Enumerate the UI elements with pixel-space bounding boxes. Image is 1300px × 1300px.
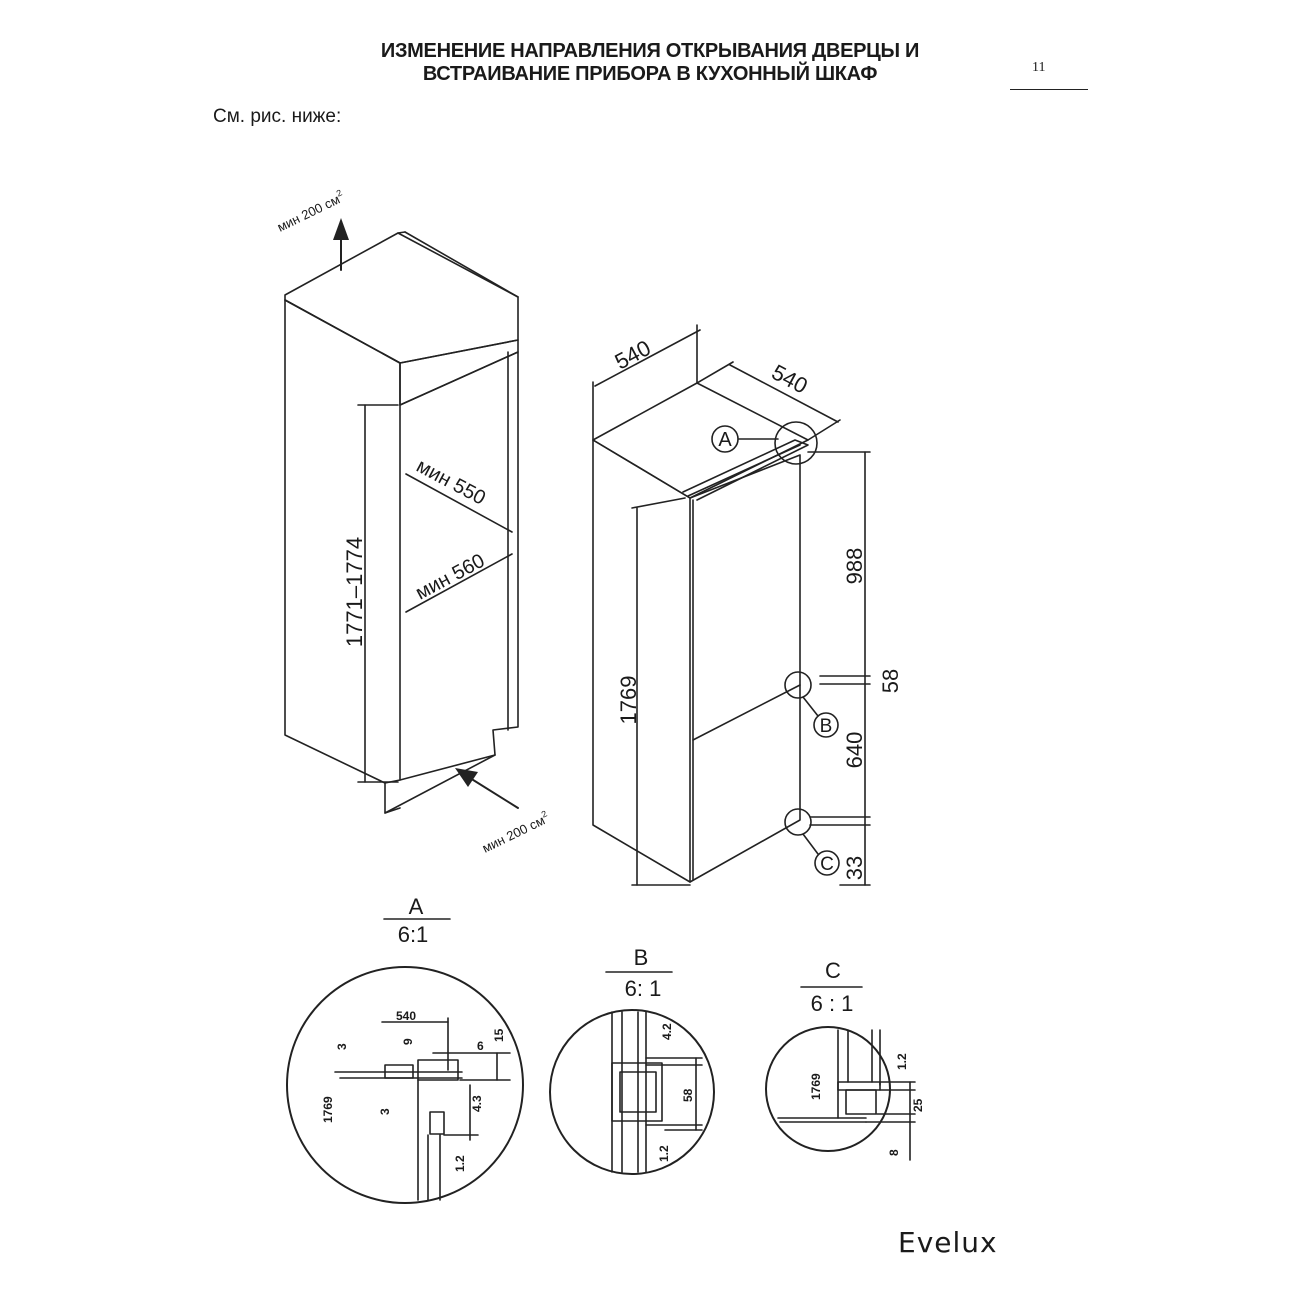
- dim-640-label: 640: [842, 732, 867, 769]
- detail-b-scale: 6: 1: [625, 976, 662, 1001]
- marker-b-circle: [784, 671, 812, 699]
- width-min-label: мин 560: [412, 550, 488, 605]
- depth-min-label: мин 550: [413, 455, 489, 510]
- marker-c-label: C: [820, 854, 834, 875]
- appliance-height-label: 1769: [616, 676, 641, 725]
- vent-bottom-label: мин 200 см2: [479, 809, 552, 856]
- detail-a-12: 1.2: [453, 1155, 467, 1172]
- detail-b: B 6: 1 4.2 58 1.2: [549, 945, 715, 1175]
- cabinet-drawing: мин 200 см2 мин 200 см2 1771–1774 мин 55…: [274, 188, 552, 856]
- detail-b-58: 58: [681, 1088, 695, 1102]
- marker-b-label: B: [820, 716, 833, 737]
- detail-a: A 6:1 540 3 9 6 15 1769 3 4.3 1.2: [286, 894, 524, 1204]
- cabinet-front-rail: [399, 339, 519, 406]
- cabinet-top: [284, 232, 519, 364]
- detail-a-scale: 6:1: [398, 922, 429, 947]
- dim-58-label: 58: [878, 669, 903, 693]
- vent-top-label: мин 200 см2: [274, 188, 347, 235]
- dim-988-label: 988: [842, 548, 867, 585]
- detail-b-42: 4.2: [660, 1023, 674, 1040]
- appliance-depth-label: 540: [768, 359, 812, 398]
- detail-b-12: 1.2: [657, 1145, 671, 1162]
- marker-a-label: A: [718, 429, 732, 451]
- detail-c: C 6 : 1 1.2 1769 25 8: [765, 958, 925, 1161]
- detail-c-1769: 1769: [809, 1073, 823, 1100]
- brand-logo: Evelux: [898, 1226, 998, 1259]
- dim-33-label: 33: [842, 856, 867, 880]
- page-number: 11: [1032, 60, 1046, 75]
- detail-c-8: 8: [887, 1149, 901, 1156]
- appliance-drawing: 540 540 1769 988 58 640 33 A B C: [592, 324, 903, 886]
- detail-c-scale: 6 : 1: [811, 991, 854, 1016]
- detail-a-6: 6: [477, 1039, 484, 1053]
- title-line-1: ИЗМЕНЕНИЕ НАПРАВЛЕНИЯ ОТКРЫВАНИЯ ДВЕРЦЫ …: [380, 40, 920, 62]
- page-number-rule: [1010, 89, 1088, 90]
- detail-a-540: 540: [396, 1009, 416, 1023]
- detail-b-title: B: [634, 945, 649, 970]
- detail-c-25: 25: [911, 1098, 925, 1112]
- detail-a-3-bottom: 3: [378, 1108, 392, 1115]
- title-line-2: ВСТРАИВАНИЕ ПРИБОРА В КУХОННЫЙ ШКАФ: [422, 63, 878, 85]
- detail-c-title: C: [825, 958, 841, 983]
- appliance-width-label: 540: [611, 335, 655, 374]
- marker-c-circle: [784, 808, 812, 836]
- detail-c-12: 1.2: [895, 1053, 909, 1070]
- detail-b-circle: [549, 1009, 715, 1175]
- detail-a-1769: 1769: [321, 1096, 335, 1123]
- page-title: ИЗМЕНЕНИЕ НАПРАВЛЕНИЯ ОТКРЫВАНИЯ ДВЕРЦЫ …: [240, 40, 1060, 86]
- detail-c-circle: [765, 1026, 891, 1152]
- detail-a-9: 9: [401, 1038, 415, 1045]
- detail-a-circle: [286, 966, 524, 1204]
- detail-a-43: 4.3: [470, 1095, 484, 1112]
- cabinet-height-label: 1771–1774: [342, 537, 367, 647]
- detail-a-title: A: [409, 894, 424, 919]
- intro-text: См. рис. ниже:: [213, 106, 342, 127]
- detail-a-15: 15: [492, 1028, 506, 1042]
- marker-a-circle: [774, 421, 818, 465]
- detail-a-3-top: 3: [335, 1043, 349, 1050]
